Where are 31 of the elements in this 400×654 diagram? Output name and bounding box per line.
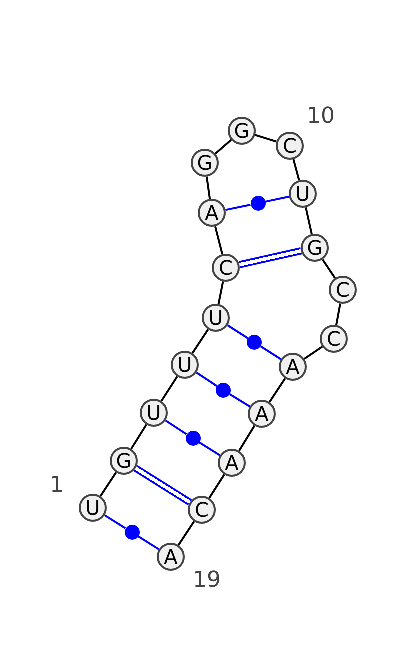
base-pair-line <box>227 324 249 340</box>
backbone-line <box>218 282 224 304</box>
position-number: 10 <box>307 106 335 128</box>
backbone-line <box>238 425 256 452</box>
backbone-line <box>255 134 277 143</box>
position-number: 1 <box>50 475 64 497</box>
base-pair-line <box>165 420 188 436</box>
position-number: 19 <box>193 570 221 592</box>
backbone-line <box>268 378 286 403</box>
base-pair-line <box>226 204 251 212</box>
backbone-line <box>292 159 300 181</box>
backbone-line <box>208 474 226 499</box>
base-pair-line <box>198 442 221 456</box>
backbone-line <box>336 304 342 326</box>
base-pair-line <box>260 346 282 360</box>
backbone-line <box>206 176 212 200</box>
backbone-line <box>100 472 118 497</box>
backbone-line <box>322 259 336 279</box>
base-pair-line <box>134 465 192 506</box>
backbone-line <box>214 139 232 155</box>
backbone-line <box>305 207 313 235</box>
base-pair-line <box>265 196 290 203</box>
base-pair-line <box>196 372 218 388</box>
backbone-line <box>214 226 224 255</box>
backbone-line <box>178 521 196 546</box>
backbone-line <box>192 329 210 354</box>
base-pair-line <box>138 536 160 550</box>
base-pair-line <box>238 248 302 268</box>
backbone-line <box>160 376 178 402</box>
base-pair-line <box>104 514 126 530</box>
backbone-line <box>130 424 148 450</box>
